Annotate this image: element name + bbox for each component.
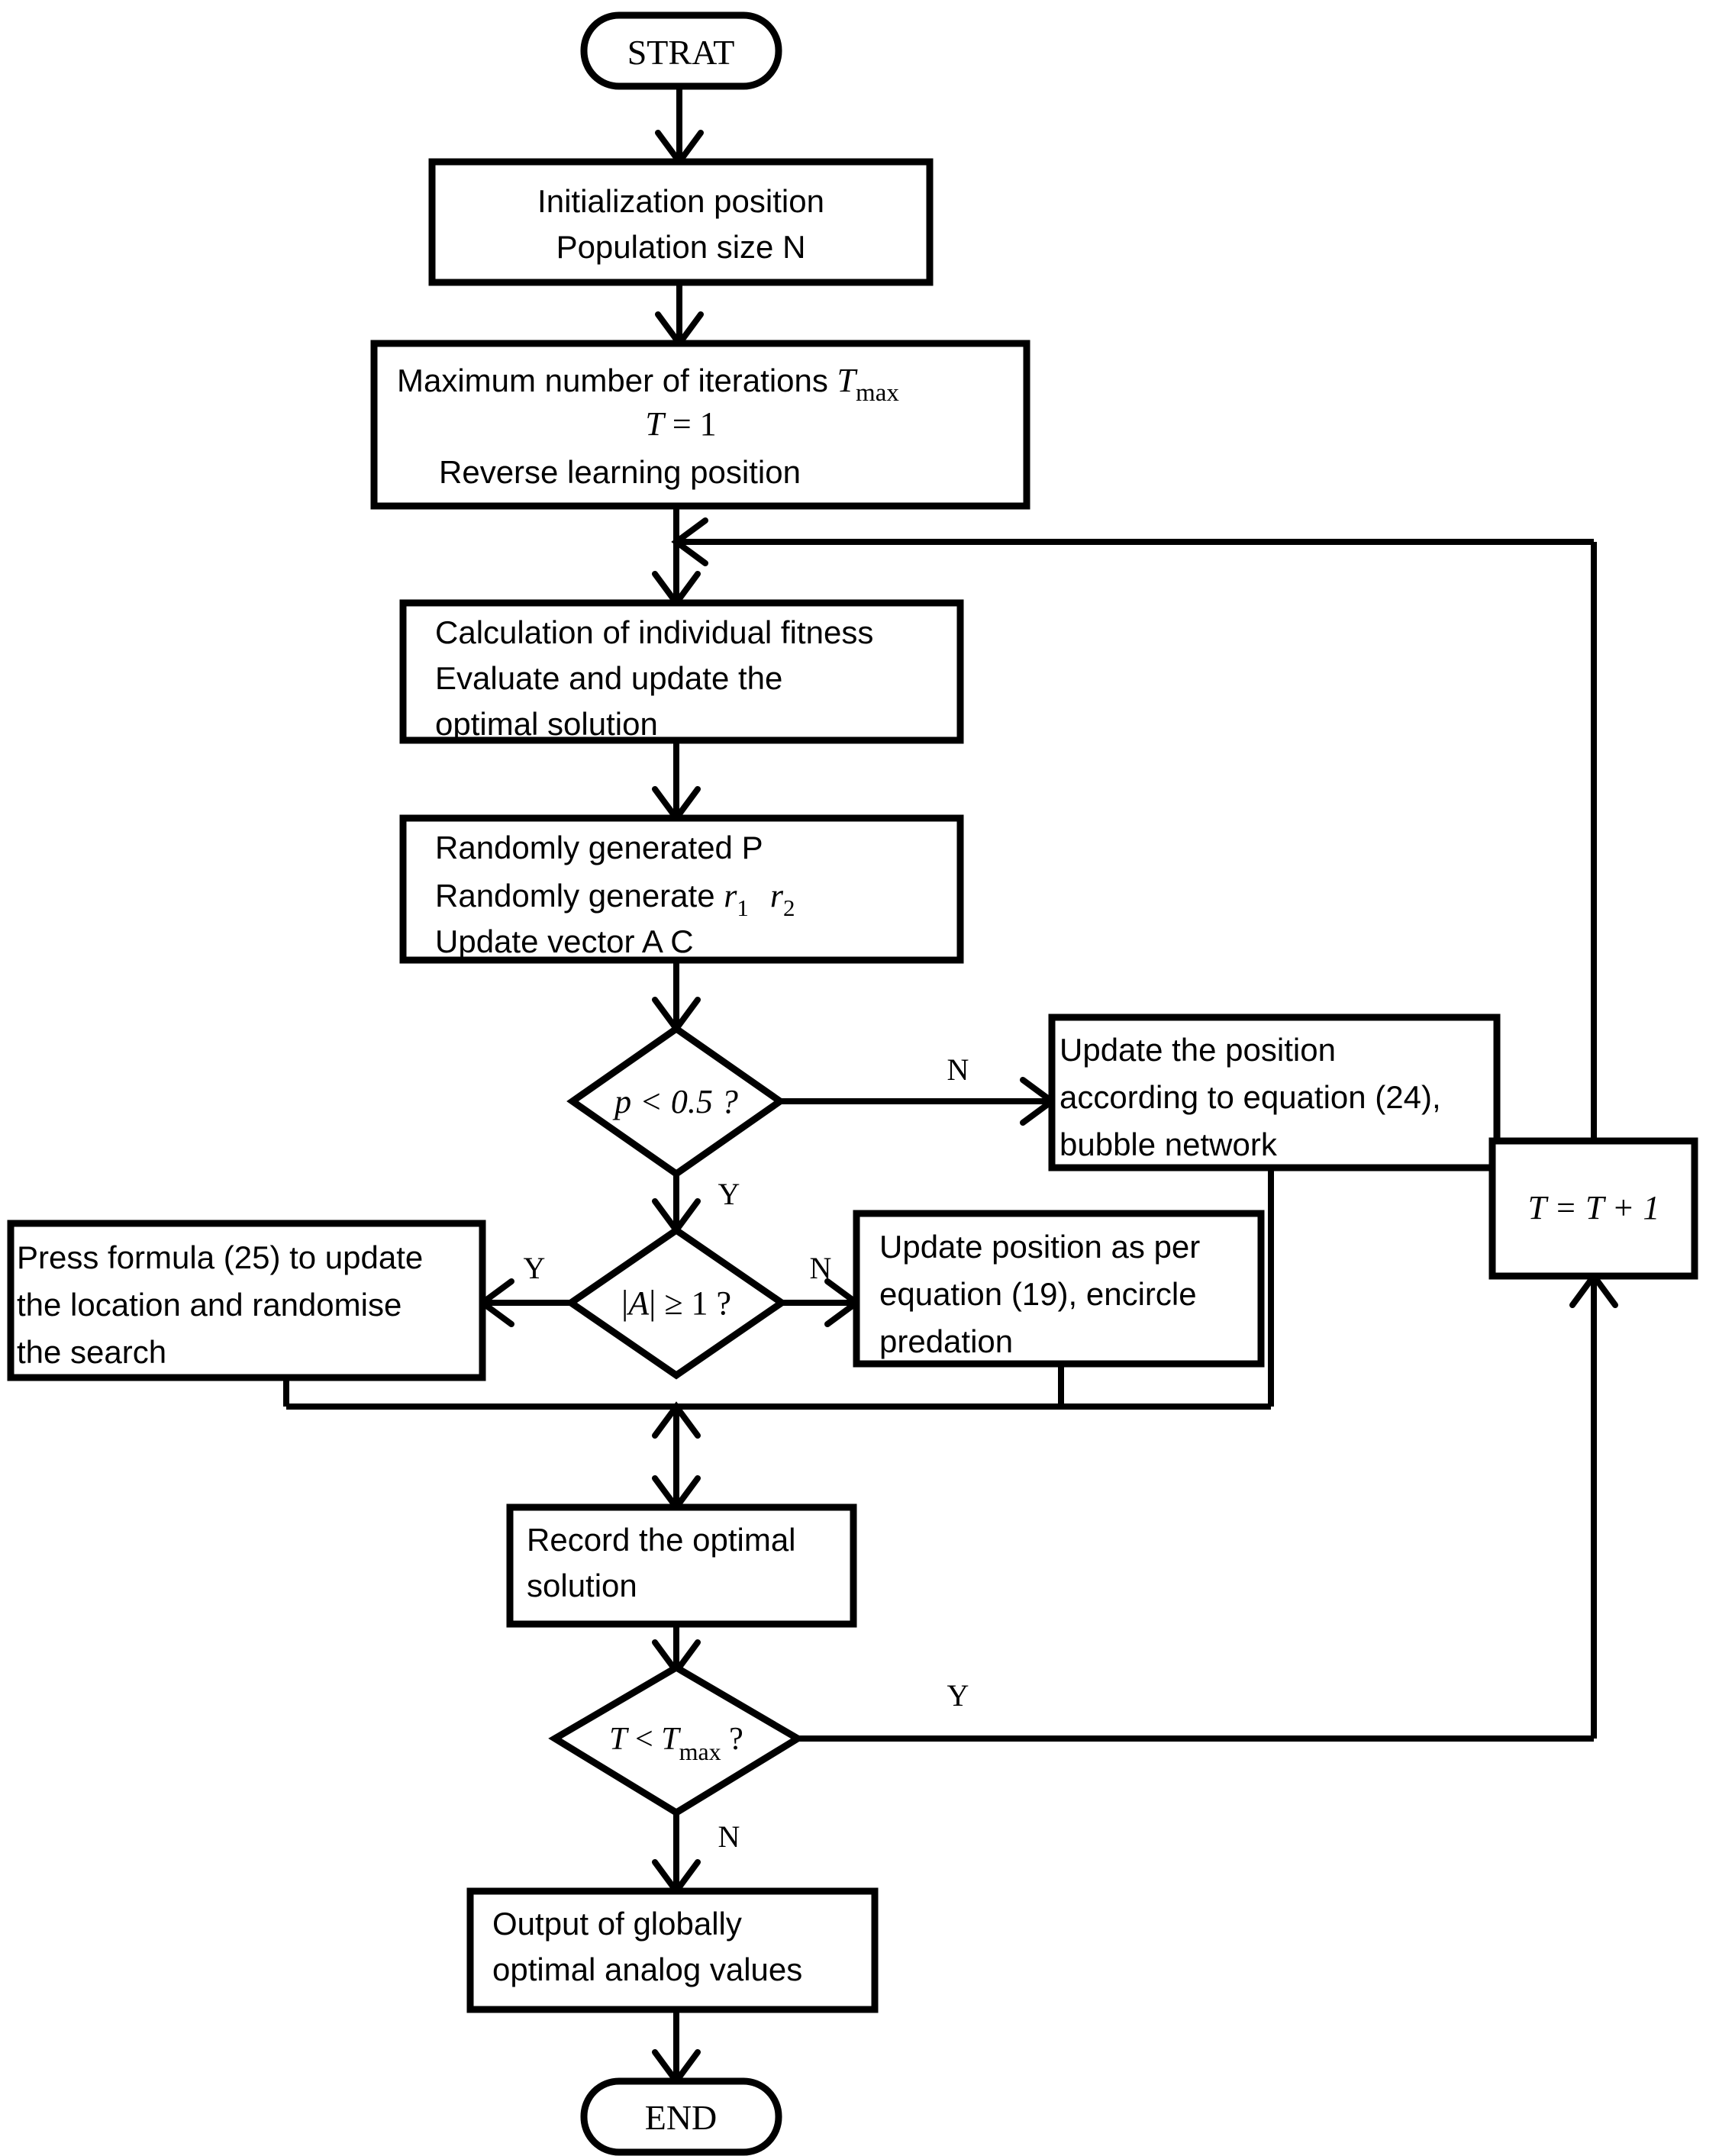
record-line2: solution	[527, 1568, 637, 1603]
random-box-shape	[399, 814, 964, 964]
node-end[interactable]: END	[580, 2077, 782, 2156]
random-line2-sub1: 1	[737, 894, 749, 921]
increment-label: T = T + 1	[1528, 1189, 1660, 1226]
init-line2: Population size N	[556, 229, 806, 265]
maxiter-line2: T = 1	[645, 405, 716, 443]
decision-t-diamond-shape	[548, 1663, 805, 1817]
maxiter-line1-sub: max	[856, 379, 899, 407]
edge-label-a-yes: Y	[524, 1251, 546, 1285]
edge-label-p-no: N	[947, 1052, 969, 1087]
maxiter-line3: Reverse learning position	[439, 454, 801, 490]
output-line1: Output of globally	[492, 1906, 742, 1942]
fitness-line1: Calculation of individual fitness	[435, 614, 873, 650]
encircle-line1: Update position as per	[879, 1229, 1200, 1265]
node-press25[interactable]: Press formula (25) to update the locatio…	[7, 1220, 486, 1381]
maxiter-box-shape	[370, 340, 1030, 510]
decision-p-label: p < 0.5 ?	[612, 1083, 738, 1120]
decision-a-label-rest: ≥ 1 ?	[656, 1284, 731, 1322]
maxiter-line1-pre: Maximum number of iterations	[397, 363, 837, 398]
end-terminator-shape	[580, 2077, 782, 2156]
start-terminator-shape	[580, 11, 782, 90]
node-record[interactable]: Record the optimal solution	[506, 1503, 857, 1628]
decision-t-pre: T	[609, 1722, 629, 1757]
init-line1: Initialization position	[537, 183, 824, 219]
press25-line1: Press formula (25) to update	[17, 1239, 423, 1275]
press25-line2: the location and randomise	[17, 1287, 402, 1323]
maxiter-line2-rest: = 1	[664, 405, 717, 443]
node-fitness[interactable]: Calculation of individual fitness Evalua…	[399, 599, 964, 744]
bubble-line1: Update the position	[1059, 1032, 1336, 1068]
arrowhead-merge-up	[652, 1401, 701, 1439]
fitness-line2: Evaluate and update the	[435, 660, 782, 696]
record-box-shape	[506, 1503, 857, 1628]
decision-a-label: |A| ≥ 1 ?	[621, 1283, 731, 1322]
node-start[interactable]: STRAT	[580, 11, 782, 90]
decision-t-q: ?	[721, 1722, 743, 1757]
node-random[interactable]: Randomly generated P Randomly generate r…	[399, 814, 964, 964]
press25-line3: the search	[17, 1334, 166, 1370]
node-increment[interactable]: T = T + 1	[1488, 1137, 1698, 1280]
decision-a-diamond-shape	[565, 1226, 788, 1380]
random-line2-pre: Randomly generate	[435, 878, 724, 914]
node-output[interactable]: Output of globally optimal analog values	[466, 1887, 879, 2013]
end-label: END	[645, 2098, 718, 2137]
init-box-shape	[428, 158, 934, 286]
random-line2-var1: r	[724, 877, 737, 914]
node-bubble[interactable]: Update the position according to equatio…	[1048, 1014, 1501, 1171]
press25-box-shape	[7, 1220, 486, 1381]
decision-t-mid: <	[627, 1722, 662, 1757]
arrowhead-loopback-left	[671, 517, 708, 566]
node-decision-a[interactable]: |A| ≥ 1 ?	[565, 1226, 788, 1380]
random-line3: Update vector A C	[435, 923, 694, 959]
output-line2: optimal analog values	[492, 1951, 802, 1987]
edge-label-a-no: N	[810, 1251, 832, 1285]
node-decision-t[interactable]: T < Tmax ?	[548, 1663, 805, 1817]
bubble-box-shape	[1048, 1014, 1501, 1171]
fitness-box-shape	[399, 599, 964, 744]
maxiter-line1: Maximum number of iterations Tmax	[397, 362, 899, 407]
encircle-box-shape	[853, 1210, 1265, 1368]
encircle-line3: predation	[879, 1323, 1013, 1359]
start-label: STRAT	[627, 33, 735, 72]
random-line2-sub2: 2	[783, 894, 795, 921]
node-init[interactable]: Initialization position Population size …	[428, 158, 934, 286]
edge-labels: N Y Y N Y N	[524, 1052, 969, 1854]
random-line2-var2: r	[770, 877, 784, 914]
node-maxiter[interactable]: Maximum number of iterations Tmax T = 1 …	[370, 340, 1030, 510]
maxiter-line1-var: T	[837, 362, 859, 399]
random-line1: Randomly generated P	[435, 830, 763, 865]
decision-t-label: T < Tmax ?	[609, 1722, 743, 1765]
maxiter-line2-var: T	[645, 405, 666, 443]
increment-box-shape	[1488, 1137, 1698, 1280]
edge-label-t-no: N	[718, 1819, 740, 1854]
decision-t-sub: max	[679, 1738, 721, 1765]
record-line1: Record the optimal	[527, 1522, 796, 1558]
output-box-shape	[466, 1887, 879, 2013]
decision-p-diamond-shape	[566, 1024, 786, 1178]
bubble-line2: according to equation (24),	[1059, 1079, 1441, 1115]
node-encircle[interactable]: Update position as per equation (19), en…	[853, 1210, 1265, 1368]
fitness-line3: optimal solution	[435, 706, 658, 742]
decision-t-var: T	[661, 1722, 681, 1757]
node-decision-p[interactable]: p < 0.5 ?	[566, 1024, 786, 1178]
encircle-line2: equation (19), encircle	[879, 1276, 1197, 1312]
edge-label-p-yes: Y	[718, 1177, 740, 1211]
bubble-line3: bubble network	[1059, 1126, 1278, 1162]
edge-label-t-yes: Y	[947, 1678, 969, 1713]
decision-a-label-a: A	[626, 1284, 650, 1322]
